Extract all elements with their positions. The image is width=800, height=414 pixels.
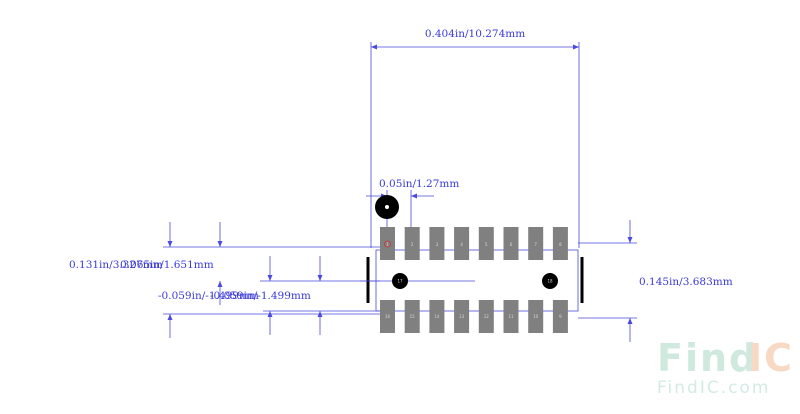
mounting-dot-right (542, 273, 558, 289)
pad-label: 11 (508, 314, 514, 319)
left-dimensions (163, 222, 380, 338)
pitch-dimension-label: 0.05in/1.27mm (379, 178, 459, 190)
left-lower-overlap-label: -0.059in/-1.499mm (210, 290, 311, 302)
width-dimension-label: 0.404in/10.274mm (425, 28, 525, 40)
pad-7 (528, 227, 544, 260)
left-upper-overlap-label: 0.065in/1.651mm (120, 259, 214, 271)
pad-10 (528, 300, 544, 333)
pad-6 (503, 227, 519, 260)
left-upper-dimension-label: 0.131in/3.327mm (69, 259, 163, 271)
mounting-dot-left (392, 273, 408, 289)
pad-12 (478, 300, 494, 333)
mounting-dot-right-label: 18 (547, 279, 553, 284)
left-lower-dimension-label: -0.059in/-1.499mm (158, 290, 259, 302)
pad-label: 4 (460, 242, 463, 247)
pad-11 (503, 300, 519, 333)
pad-label: 6 (510, 242, 513, 247)
pad-label: 14 (434, 314, 440, 319)
pad-label: 1 (386, 242, 389, 247)
pin1-marker-center (385, 205, 389, 209)
pad-5 (478, 227, 494, 260)
pad-9 (552, 300, 568, 333)
pin1-ring (384, 240, 391, 248)
mounting-dot-left-label: 17 (397, 279, 403, 284)
pad-label: 15 (410, 314, 416, 319)
pad-label: 9 (559, 314, 562, 319)
pads-top-row: 1 2 3 4 5 6 7 8 (380, 227, 568, 260)
watermark-logo: Find IC FindIC.com (657, 336, 794, 398)
pad-label: 12 (484, 314, 490, 319)
pad-15 (404, 300, 420, 333)
pad-14 (429, 300, 445, 333)
right-dimension (578, 220, 637, 342)
package-body-outline (375, 249, 579, 312)
pad-1 (380, 227, 395, 260)
pad-4 (454, 227, 470, 260)
pad-13 (454, 300, 470, 333)
right-dimension-label: 0.145in/3.683mm (639, 276, 733, 288)
pads-bottom-row: 16 15 14 13 12 11 10 9 (380, 300, 568, 333)
pad-16 (380, 300, 395, 333)
pad-label: 16 (385, 314, 391, 319)
pad-label: 3 (436, 242, 439, 247)
watermark-url: FindIC.com (657, 378, 770, 398)
watermark-logo-find: Find (657, 336, 758, 380)
pad-label: 7 (534, 242, 537, 247)
pad-label: 8 (559, 242, 562, 247)
pitch-dimension (366, 190, 434, 243)
pad-label: 10 (533, 314, 539, 319)
pad-label: 2 (411, 242, 414, 247)
pad-2 (404, 227, 420, 260)
pad-label: 13 (459, 314, 465, 319)
watermark-logo-ic: IC (748, 336, 794, 380)
pad-3 (429, 227, 445, 260)
pad-8 (552, 227, 568, 260)
pad-label: 5 (485, 242, 488, 247)
width-dimension (370, 42, 580, 248)
